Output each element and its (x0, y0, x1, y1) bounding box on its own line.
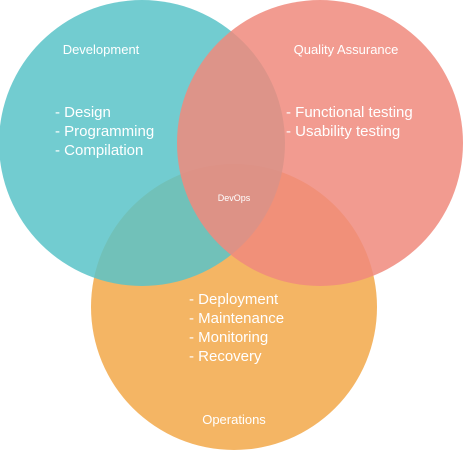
quality-assurance-item: - Usability testing (286, 123, 400, 140)
operations-item: - Maintenance (189, 310, 284, 327)
devops-center-label: DevOps (218, 193, 251, 203)
quality-assurance-title: Quality Assurance (294, 42, 399, 57)
quality-assurance-circle (177, 0, 463, 286)
development-item: - Compilation (55, 142, 143, 159)
development-item: - Programming (55, 123, 154, 140)
development-title: Development (63, 42, 140, 57)
quality-assurance-item: - Functional testing (286, 104, 413, 121)
development-item: - Design (55, 104, 111, 121)
operations-item: - Monitoring (189, 329, 268, 346)
operations-item: - Deployment (189, 291, 279, 308)
operations-item: - Recovery (189, 348, 262, 365)
operations-title: Operations (202, 412, 266, 427)
